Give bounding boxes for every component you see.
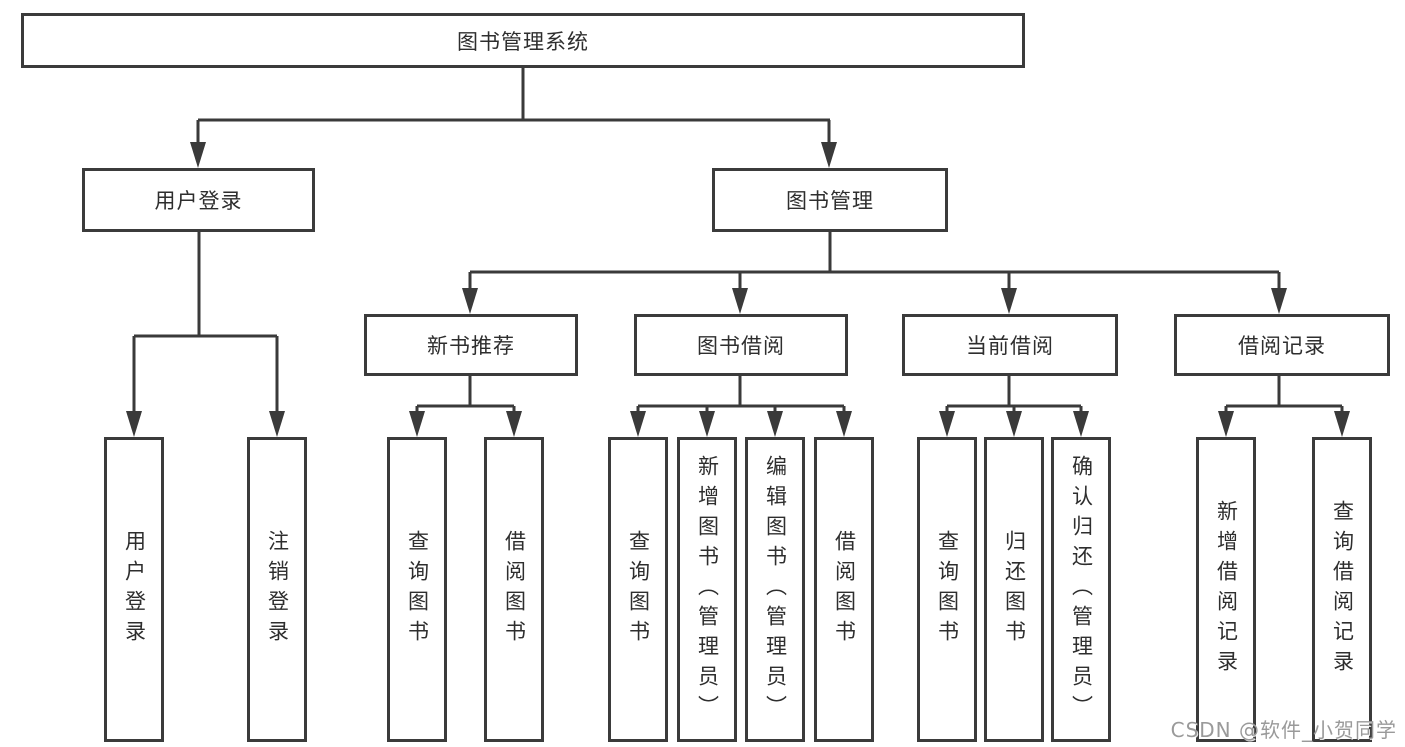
leaf-add-books-admin: 新增图书（管理员）	[677, 437, 737, 742]
leaf-query-books-2: 查询图书	[608, 437, 668, 742]
leaf-logout: 注销登录	[247, 437, 307, 742]
node-root-system: 图书管理系统	[21, 13, 1025, 68]
leaf-user-login: 用户登录	[104, 437, 164, 742]
leaf-query-books-3-label: 查询图书	[935, 529, 960, 650]
leaf-query-borrow-record-label: 查询借阅记录	[1330, 499, 1355, 680]
leaf-confirm-return-admin: 确认归还（管理员）	[1051, 437, 1111, 742]
leaf-query-books-3: 查询图书	[917, 437, 977, 742]
leaf-add-books-admin-label: 新增图书（管理员）	[695, 454, 720, 725]
leaf-query-borrow-record: 查询借阅记录	[1312, 437, 1372, 742]
leaf-query-books-2-label: 查询图书	[626, 529, 651, 650]
node-borrow-record-label: 借阅记录	[1238, 334, 1326, 358]
node-current-borrow-label: 当前借阅	[966, 334, 1054, 358]
leaf-logout-label: 注销登录	[265, 529, 290, 650]
leaf-return-books: 归还图书	[984, 437, 1044, 742]
node-book-borrow-label: 图书借阅	[697, 334, 785, 358]
node-user-login-label: 用户登录	[154, 189, 243, 213]
leaf-borrow-books-2-label: 借阅图书	[832, 529, 857, 650]
leaf-edit-books-admin: 编辑图书（管理员）	[745, 437, 805, 742]
node-current-borrow: 当前借阅	[902, 314, 1118, 376]
csdn-watermark: CSDN @软件_小贺同学	[1170, 718, 1397, 742]
leaf-return-books-label: 归还图书	[1002, 529, 1027, 650]
node-book-borrow: 图书借阅	[634, 314, 848, 376]
leaf-query-books-1-label: 查询图书	[405, 529, 430, 650]
node-new-book-recommend-label: 新书推荐	[427, 334, 515, 358]
leaf-add-borrow-record: 新增借阅记录	[1196, 437, 1256, 742]
leaf-confirm-return-admin-label: 确认归还（管理员）	[1069, 454, 1094, 725]
node-borrow-record: 借阅记录	[1174, 314, 1390, 376]
leaf-borrow-books-1: 借阅图书	[484, 437, 544, 742]
leaf-borrow-books-2: 借阅图书	[814, 437, 874, 742]
node-root-label: 图书管理系统	[457, 29, 589, 54]
node-new-book-recommend: 新书推荐	[364, 314, 578, 376]
node-book-management: 图书管理	[712, 168, 948, 232]
leaf-query-books-1: 查询图书	[387, 437, 447, 742]
leaf-add-borrow-record-label: 新增借阅记录	[1214, 499, 1239, 680]
leaf-user-login-label: 用户登录	[122, 529, 147, 650]
node-user-login: 用户登录	[82, 168, 315, 232]
leaf-edit-books-admin-label: 编辑图书（管理员）	[763, 454, 788, 725]
node-book-management-label: 图书管理	[786, 189, 874, 213]
leaf-borrow-books-1-label: 借阅图书	[502, 529, 527, 650]
